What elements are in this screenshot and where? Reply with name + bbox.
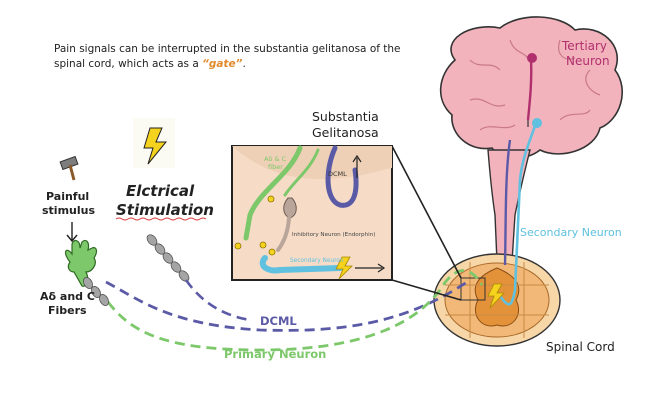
gate-word: “gate” bbox=[202, 58, 243, 70]
secondary-neuron-axon bbox=[498, 125, 537, 306]
primary-neuron-path bbox=[106, 269, 484, 352]
inset-label-fiber: Aδ & C bbox=[264, 155, 287, 163]
endorphin-dot bbox=[259, 241, 267, 249]
endorphin-dot bbox=[267, 195, 275, 203]
inset-dcml bbox=[325, 145, 359, 208]
painful-label-2: stimulus bbox=[42, 204, 95, 217]
secondary-neuron-label: Secondary Neuron bbox=[520, 226, 622, 239]
substantia-label-2: Gelitanosa bbox=[312, 125, 379, 140]
endorphin-dot bbox=[268, 248, 276, 256]
caption-text: Pain signals can be interrupted in the s… bbox=[54, 43, 401, 70]
stimulation-electrode-beads bbox=[146, 234, 190, 282]
tertiary-neuron-body bbox=[527, 53, 537, 63]
myelinated-axon bbox=[83, 277, 109, 306]
inset-label-fiber2: fiber bbox=[268, 163, 283, 171]
inset-secondary-neuron bbox=[259, 255, 343, 274]
tertiary-label-1: Tertiary bbox=[561, 39, 607, 53]
substantia-label-1: Substantia bbox=[312, 109, 379, 124]
lightning-icon bbox=[143, 127, 168, 165]
dcml-ascending bbox=[503, 139, 512, 266]
down-arrow-icon bbox=[66, 222, 78, 243]
primary-neuron-label: Primary Neuron bbox=[224, 347, 326, 361]
inset-inhibitory-neuron bbox=[283, 197, 297, 219]
receptor-hand bbox=[64, 239, 98, 287]
inset-ad-c-fiber bbox=[243, 145, 303, 241]
substantia-inset: Aδ & C fiber DCML Inhibitory Neuron (End… bbox=[231, 145, 393, 281]
electrical-label-1: Elctrical bbox=[126, 182, 195, 200]
brain-folds bbox=[469, 39, 601, 131]
tertiary-neuron-axon bbox=[526, 59, 533, 121]
hammer-icon bbox=[59, 155, 79, 181]
electrical-label-2: Stimulation bbox=[116, 201, 214, 219]
spinal-cord-label: Spinal Cord bbox=[546, 340, 615, 354]
secondary-neuron-body-brain bbox=[532, 118, 542, 128]
brainstem bbox=[487, 149, 531, 263]
lightning-icon bbox=[487, 283, 505, 309]
fibers-label-1: Aδ and C bbox=[40, 290, 95, 303]
fibers-label-2: Fibers bbox=[48, 304, 87, 317]
inset-source-box bbox=[460, 277, 486, 301]
endorphin-dot bbox=[234, 242, 242, 250]
lightning-icon bbox=[335, 256, 353, 280]
painful-label-1: Painful bbox=[46, 190, 89, 203]
inset-label-dcml: DCML bbox=[328, 170, 347, 178]
dcml-label: DCML bbox=[260, 314, 297, 328]
tertiary-label-2: Neuron bbox=[566, 54, 610, 68]
inset-label-inhibitory: Inhibitory Neuron (Endorphin) bbox=[292, 232, 375, 238]
inset-label-secondary: Secondary Neuron bbox=[290, 258, 344, 264]
dcml-path bbox=[105, 278, 471, 332]
